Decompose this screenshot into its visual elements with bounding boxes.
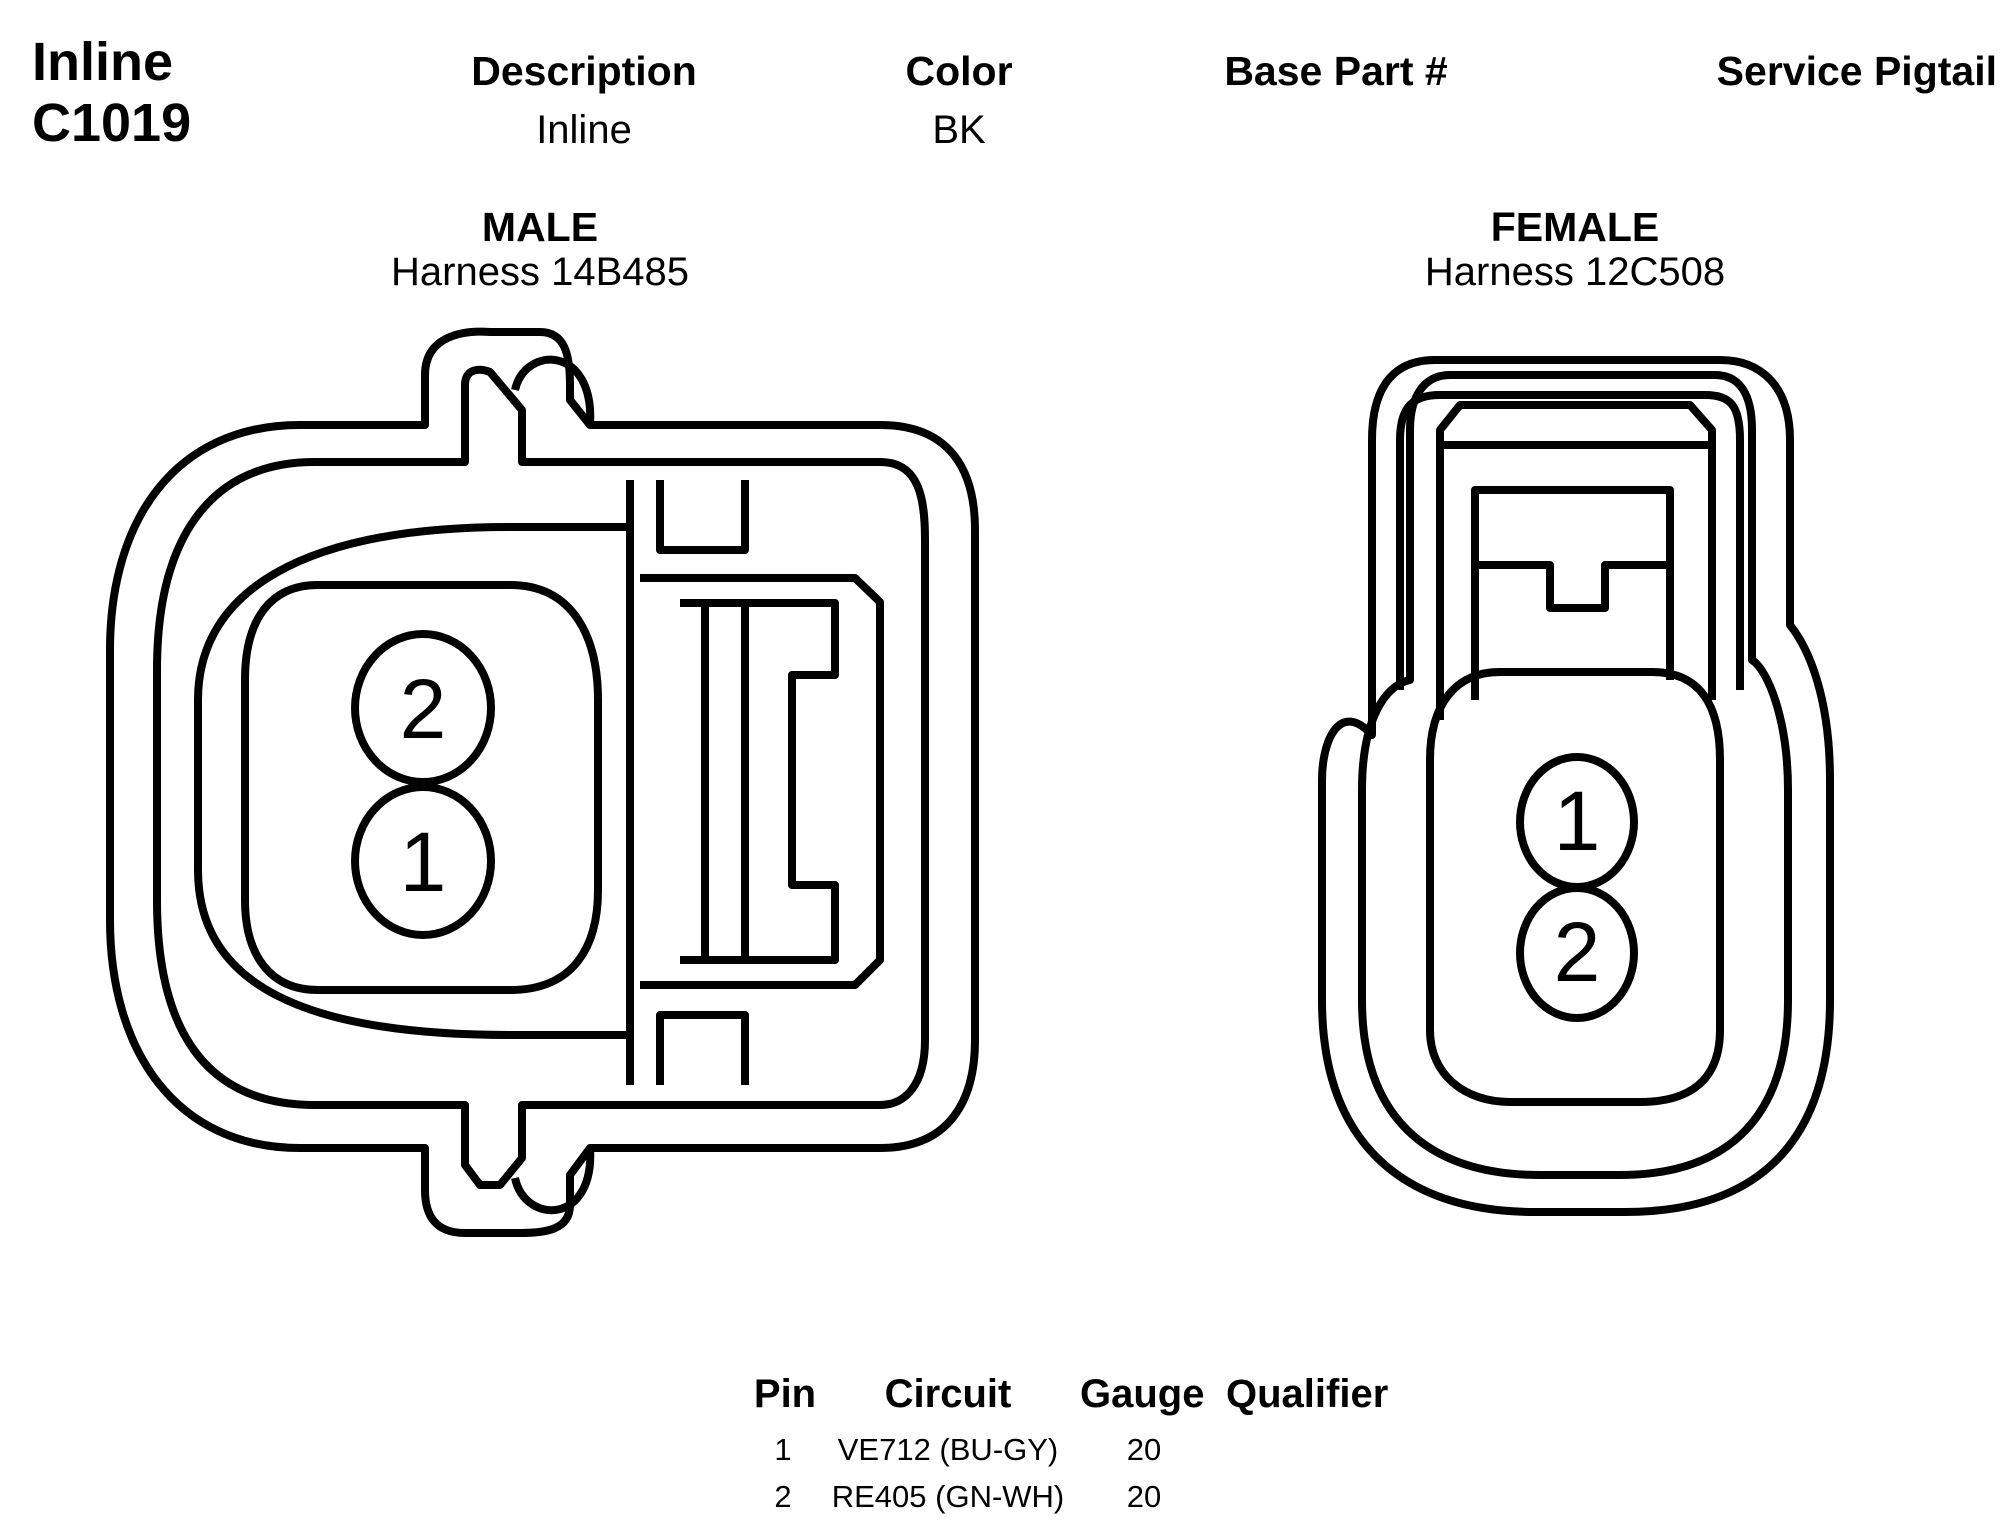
female-latch-outer	[1436, 401, 1716, 720]
color-label: Color	[905, 48, 1013, 94]
base-part-label: Base Part #	[1224, 48, 1448, 94]
male-inner-shell	[153, 365, 929, 1189]
female-pin-1-label: 1	[1554, 774, 1601, 868]
pin-column-header: Pin	[753, 1372, 817, 1416]
circuit-column-header: Circuit	[884, 1372, 1012, 1416]
color-value: BK	[932, 108, 986, 152]
male-outer-shell	[106, 327, 979, 1237]
male-pin-2-label: 2	[400, 662, 447, 756]
male-latch-inner-frame	[680, 599, 839, 964]
connector-type: Inline	[32, 32, 174, 92]
female-connector-face	[1318, 356, 1834, 1216]
connector-id: C1019	[32, 93, 192, 153]
row-2-pin: 2	[774, 1479, 792, 1514]
female-third-shell	[1396, 391, 1744, 690]
female-pin-body	[1426, 668, 1724, 1106]
female-harness: Harness 12C508	[1424, 250, 1726, 294]
female-outer-shell	[1318, 356, 1834, 1216]
female-label: FEMALE	[1490, 204, 1660, 250]
row-1-circuit: VE712 (BU-GY)	[837, 1432, 1059, 1467]
service-pigtail-label: Service Pigtail	[1716, 48, 1997, 94]
male-latch-bump-top	[511, 355, 595, 426]
male-label: MALE	[481, 204, 599, 250]
gauge-column-header: Gauge	[1080, 1372, 1205, 1416]
female-pin-2: 2	[1516, 884, 1638, 1022]
male-connector-face	[106, 327, 979, 1237]
description-value: Inline	[536, 108, 632, 152]
male-harness: Harness 14B485	[391, 250, 689, 294]
female-pin-1: 1	[1516, 753, 1638, 891]
male-pin-cavity	[241, 581, 602, 994]
male-receptacle-outer	[194, 523, 634, 1039]
male-latch-bump-bottom	[511, 1147, 595, 1215]
row-2-gauge: 20	[1126, 1479, 1162, 1514]
female-latch-inner	[1471, 486, 1674, 700]
female-latch-notch	[1475, 561, 1670, 612]
row-2-circuit: RE405 (GN-WH)	[831, 1479, 1065, 1514]
row-1-gauge: 20	[1126, 1432, 1162, 1467]
row-1-pin: 1	[774, 1432, 792, 1467]
description-label: Description	[471, 48, 697, 94]
male-pin-2: 2	[351, 630, 495, 786]
male-pin-1: 1	[351, 783, 495, 939]
female-second-shell	[1358, 371, 1792, 1179]
male-latch-window-bottom	[656, 1011, 749, 1085]
male-pin-1-label: 1	[400, 815, 447, 909]
female-pin-2-label: 2	[1554, 905, 1601, 999]
male-latch-body	[640, 574, 884, 989]
qualifier-column-header: Qualifier	[1226, 1372, 1389, 1416]
male-latch-window-top	[656, 480, 749, 554]
